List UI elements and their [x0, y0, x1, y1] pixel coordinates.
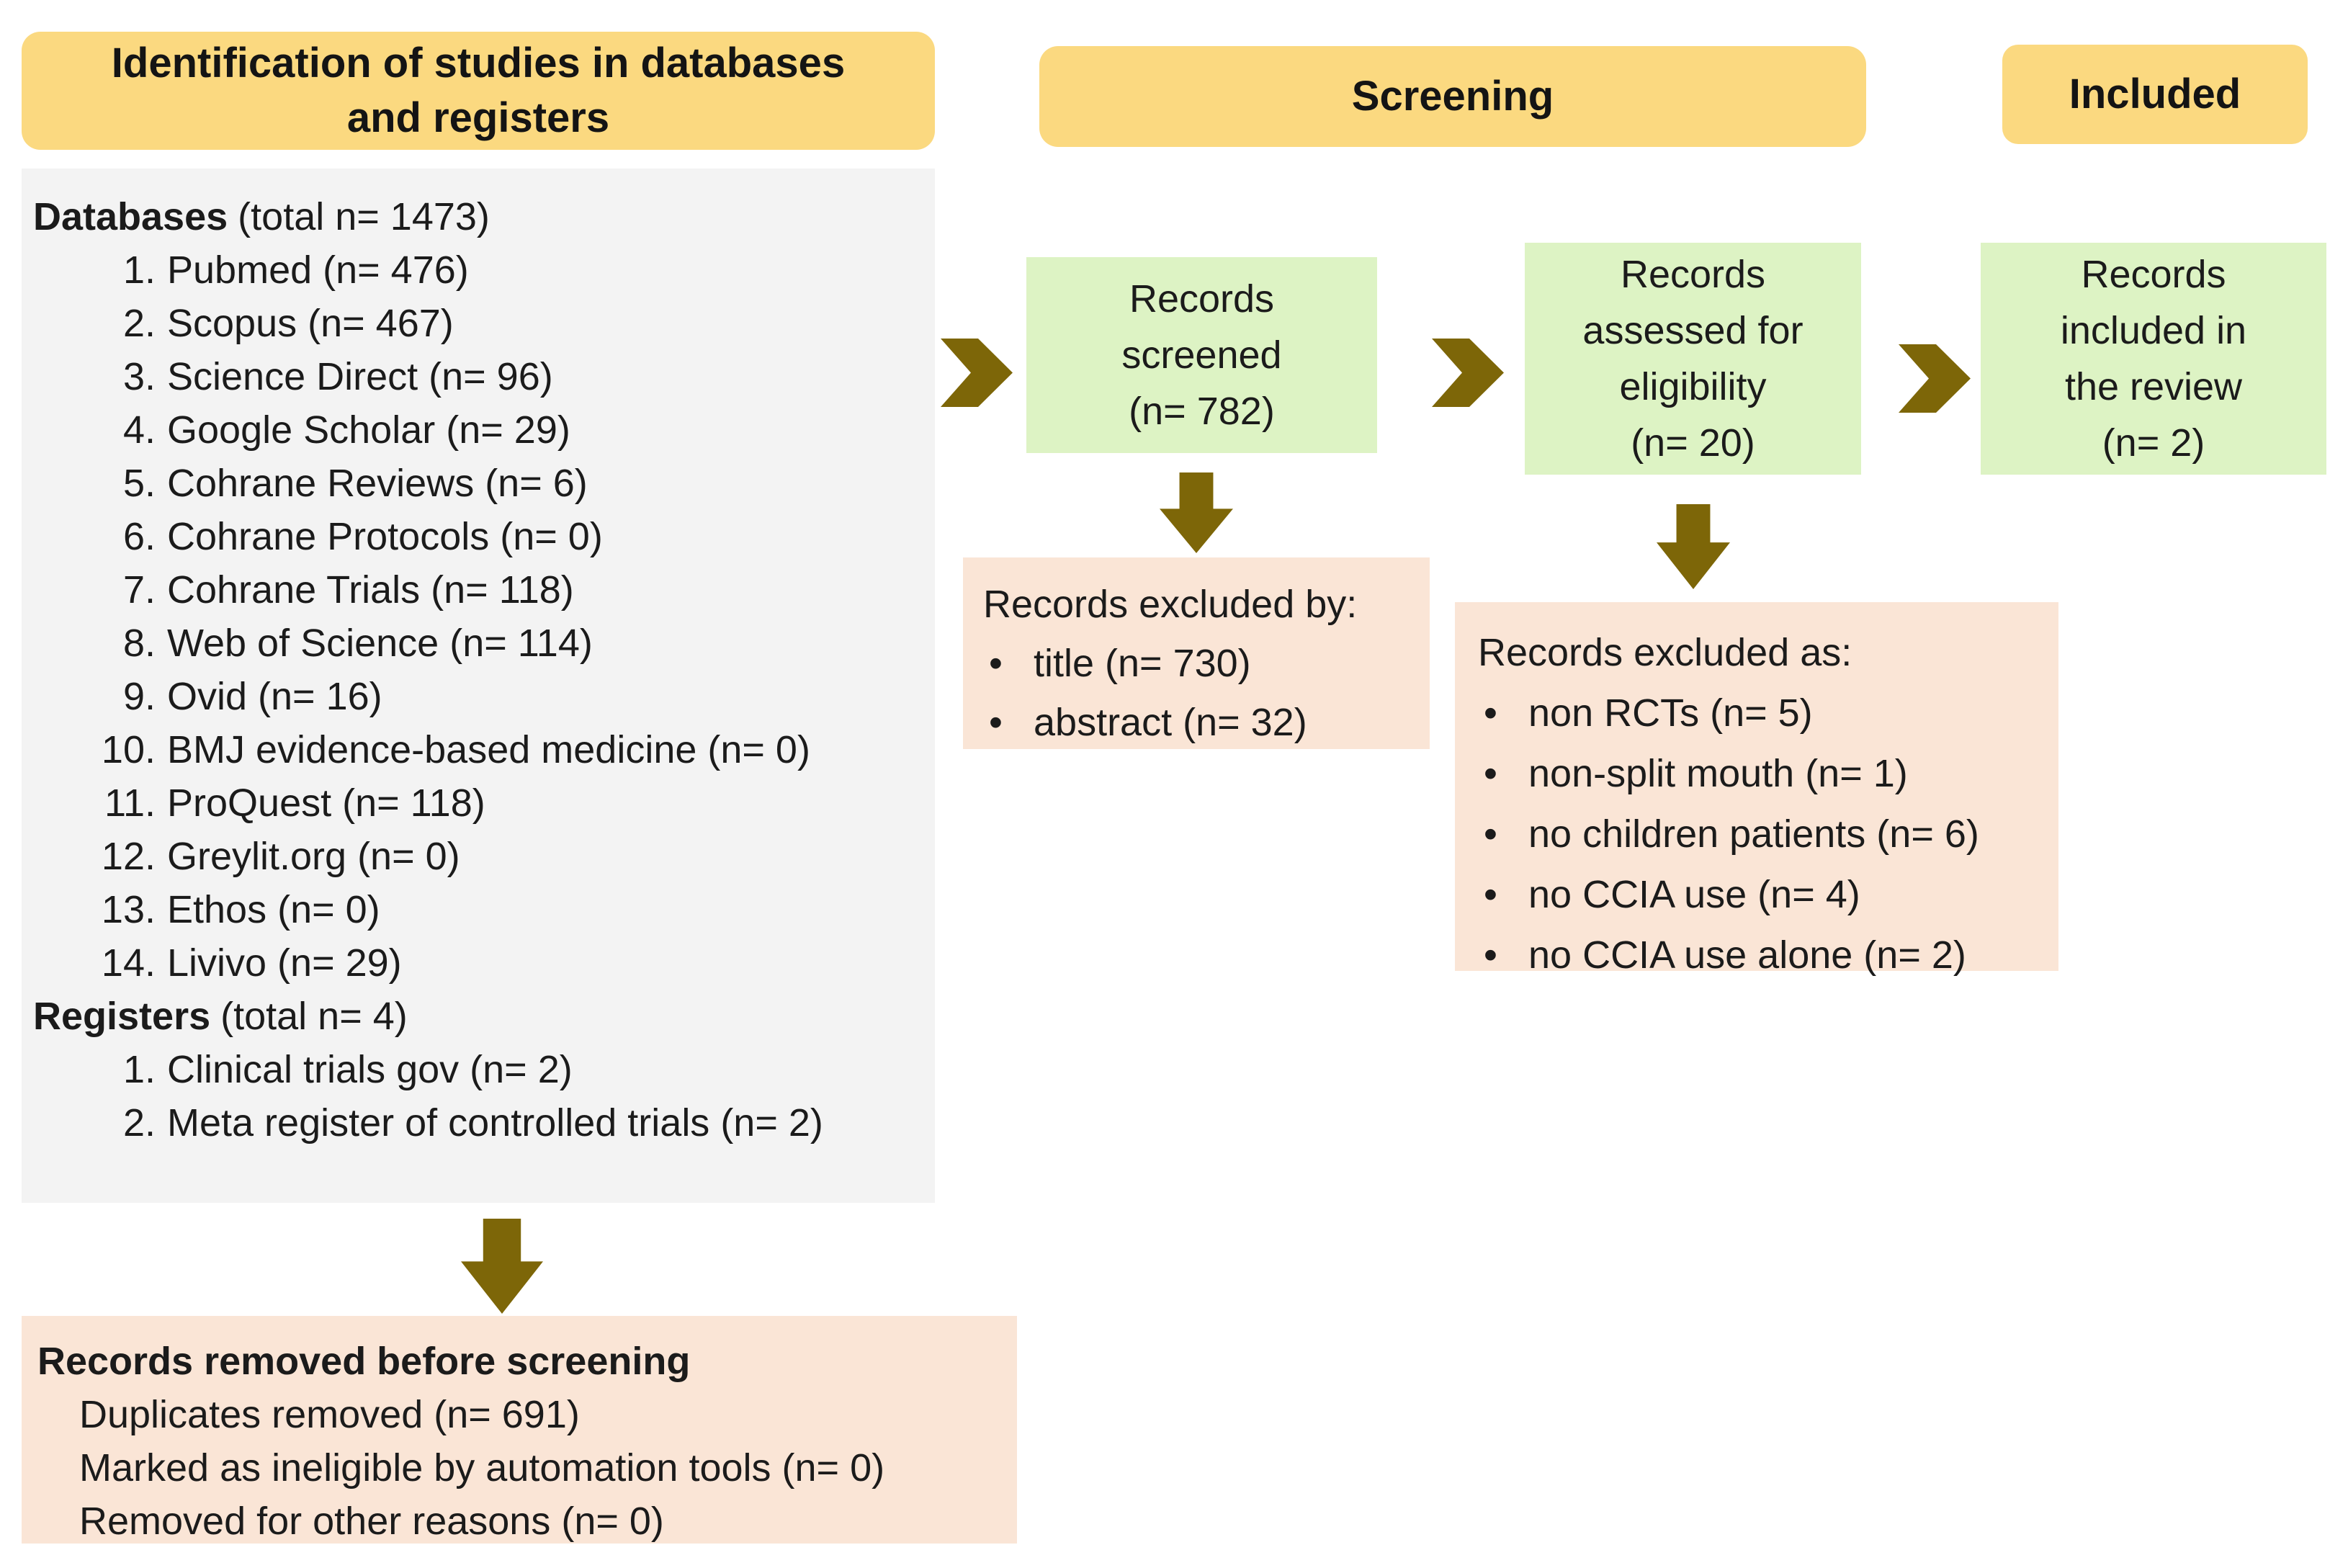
box-records-excluded-by: Records excluded by: title (n= 730) abst…	[963, 557, 1430, 752]
excluded-by-item: abstract (n= 32)	[983, 693, 1430, 752]
box-records-included: Records included in the review (n= 2)	[1981, 243, 2326, 475]
arrow-right-icon	[941, 339, 1013, 407]
list-item-database: 5.Cohrane Reviews (n= 6)	[122, 462, 588, 505]
list-item-database: 14.Livivo (n= 29)	[101, 941, 402, 985]
records-removed-item: Duplicates removed (n= 691)	[79, 1393, 580, 1436]
list-item-database: 13.Ethos (n= 0)	[101, 888, 380, 931]
records-included-line: included in	[2060, 309, 2247, 352]
list-item-register: 2.Meta register of controlled trials (n=…	[122, 1101, 823, 1144]
list-item-database: 2.Scopus (n= 467)	[122, 302, 454, 345]
excluded-as-item: no CCIA use (n= 4)	[1478, 864, 2058, 925]
arrow-down-icon	[1657, 504, 1730, 589]
records-included-line: the review	[2064, 365, 2243, 408]
arrow-right-icon	[1432, 339, 1504, 407]
databases-heading: Databases (total n= 1473)	[33, 190, 923, 243]
list-item-database: 7.Cohrane Trials (n= 118)	[122, 568, 574, 611]
header-identification-line2: and registers	[346, 94, 610, 141]
list-item-database: 1.Pubmed (n= 476)	[122, 248, 469, 292]
header-identification: Identification of studies in databases a…	[22, 32, 935, 150]
excluded-by-title: Records excluded by:	[983, 583, 1358, 626]
header-screening: Screening	[1039, 46, 1866, 147]
sources-box: Databases (total n= 1473) 1.Pubmed (n= 4…	[22, 169, 935, 1203]
list-item-database: 10.BMJ evidence-based medicine (n= 0)	[101, 728, 810, 771]
box-records-excluded-as: Records excluded as: non RCTs (n= 5) non…	[1455, 602, 2058, 985]
records-assessed-line: Records	[1620, 253, 1766, 296]
arrow-down-icon	[1160, 472, 1233, 553]
excluded-as-item: no children patients (n= 6)	[1478, 804, 2058, 864]
box-records-assessed: Records assessed for eligibility (n= 20)	[1525, 243, 1861, 475]
records-removed-item: Marked as ineligible by automation tools…	[79, 1446, 885, 1489]
records-screened-count: (n= 782)	[1129, 390, 1275, 433]
records-removed-item: Removed for other reasons (n= 0)	[79, 1500, 664, 1543]
records-assessed-line: assessed for	[1582, 309, 1803, 352]
databases-title: Databases	[33, 195, 228, 238]
header-identification-line1: Identification of studies in databases	[111, 40, 846, 86]
excluded-as-title: Records excluded as:	[1478, 631, 1852, 674]
excluded-as-item: no CCIA use alone (n= 2)	[1478, 925, 2058, 985]
header-included: Included	[2002, 45, 2308, 144]
records-removed-title: Records removed before screening	[37, 1340, 691, 1383]
registers-total: (total n= 4)	[220, 995, 408, 1038]
list-item-database: 12.Greylit.org (n= 0)	[101, 835, 460, 878]
records-assessed-line: eligibility	[1619, 365, 1767, 408]
box-records-removed: Records removed before screening Duplica…	[22, 1316, 1017, 1544]
list-item-database: 4.Google Scholar (n= 29)	[122, 408, 570, 452]
header-included-label: Included	[2069, 71, 2241, 117]
records-included-line: Records	[2081, 253, 2226, 296]
list-item-database: 9.Ovid (n= 16)	[122, 675, 382, 718]
excluded-as-item: non-split mouth (n= 1)	[1478, 743, 2058, 804]
records-included-count: (n= 2)	[2102, 421, 2205, 465]
box-records-screened: Records screened (n= 782)	[1026, 257, 1377, 453]
records-screened-line: screened	[1121, 333, 1282, 377]
excluded-as-item: non RCTs (n= 5)	[1478, 683, 2058, 743]
excluded-by-item: title (n= 730)	[983, 634, 1430, 693]
list-item-database: 3.Science Direct (n= 96)	[122, 355, 553, 398]
header-screening-label: Screening	[1351, 73, 1554, 120]
list-item-database: 8.Web of Science (n= 114)	[122, 622, 593, 665]
list-item-database: 6.Cohrane Protocols (n= 0)	[122, 515, 603, 558]
records-screened-line: Records	[1129, 277, 1275, 321]
registers-heading: Registers (total n= 4)	[33, 990, 923, 1043]
registers-title: Registers	[33, 995, 211, 1038]
list-item-database: 11.ProQuest (n= 118)	[104, 781, 485, 825]
databases-total: (total n= 1473)	[238, 195, 490, 238]
arrow-right-icon	[1899, 344, 1971, 413]
records-assessed-count: (n= 20)	[1631, 421, 1755, 465]
arrow-down-icon	[461, 1219, 543, 1314]
list-item-register: 1.Clinical trials gov (n= 2)	[122, 1048, 573, 1091]
